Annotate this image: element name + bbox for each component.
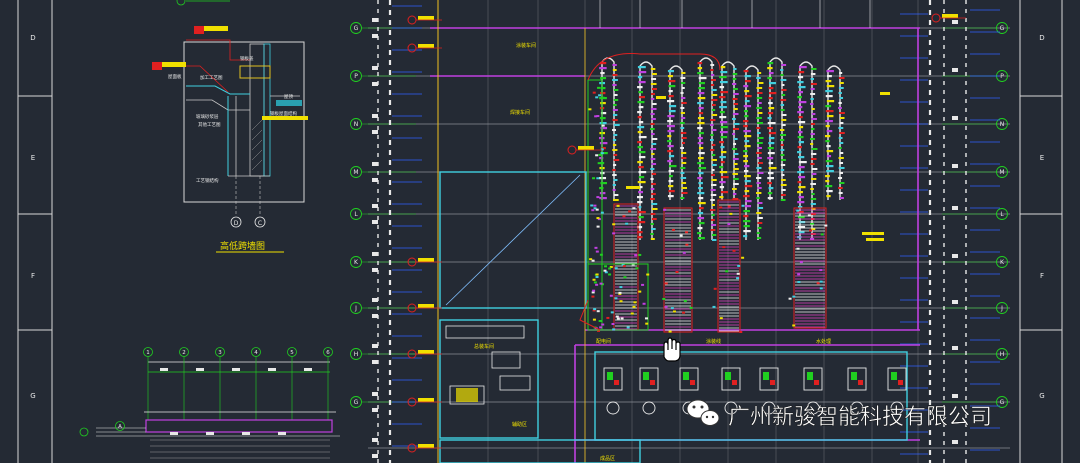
border-letter-right-d: D [1039, 34, 1044, 42]
axis-label-left: M [353, 169, 358, 176]
watermark: 广州新骏智能科技有限公司 [663, 337, 992, 430]
axis-bubble-left [350, 166, 362, 178]
axis-bubble-right [996, 302, 1008, 314]
axis-label-right: G [1000, 25, 1005, 32]
border-letter-left-f: F [31, 272, 35, 280]
axis-bubble-left [350, 208, 362, 220]
watermark-company: 广州新骏智能科技有限公司 [728, 405, 992, 430]
plan-room-label-6: 水处理 [816, 338, 831, 345]
detail-label-0: 钢板盖 [240, 55, 254, 62]
hand-cursor-icon [663, 337, 681, 362]
detail-label-1: 加工工艺图 [200, 74, 223, 81]
main-plan: G G P P N N M M L L K K J J H H G G [350, 0, 1010, 463]
axis-bubbles: G G P P N N M M L L K K J J H H G G [350, 22, 1008, 408]
axis-label-left: J [354, 305, 357, 312]
axis-bubble-left [350, 348, 362, 360]
axis-label-left: N [354, 121, 359, 128]
axis-bubble-left [350, 70, 362, 82]
plan-room-label-1: 总装车间 [474, 343, 494, 350]
axis-label-left: H [354, 351, 359, 358]
elevation-axis-4: 4 [254, 350, 258, 356]
plan-room-label-5: 涂装线 [706, 338, 721, 345]
axis-bubble-right [996, 348, 1008, 360]
border-letter-right-f: F [1040, 272, 1044, 280]
axis-label-right: N [1000, 121, 1005, 128]
elevation-view: 1 2 3 4 5 6 A [79, 347, 340, 459]
detail-label-7: 工艺钢结构 [196, 177, 219, 184]
axis-bubble-left [350, 302, 362, 314]
axis-bubble-left [350, 396, 362, 408]
axis-label-right: M [999, 169, 1004, 176]
elevation-axis-6: 6 [326, 350, 330, 356]
detail-axis-c: C [258, 220, 262, 227]
detail-marker-icon [176, 0, 230, 6]
axis-bubble-left [350, 118, 362, 130]
detail-label-3: 屋顶 [284, 94, 293, 100]
elevation-axis-2: 2 [182, 350, 186, 356]
detail-label-4: 钢板屋面结构 [270, 110, 297, 117]
production-line-equipment [579, 53, 907, 415]
detail-label-6: 其他工艺图 [198, 121, 221, 128]
detail-view-title: 高低跨墙图 [220, 240, 265, 252]
axis-bubble-right [996, 396, 1008, 408]
border-letter-right-e: E [1040, 154, 1044, 162]
axis-label-right: L [1000, 211, 1004, 218]
axis-bubble-right [996, 256, 1008, 268]
axis-bubble-left [350, 256, 362, 268]
detail-label-5: 玻璃砂浆层 [196, 113, 219, 120]
elevation-side-bubble: A [118, 424, 122, 430]
axis-label-right: G [1000, 399, 1005, 406]
elevation-axis-1: 1 [146, 350, 150, 356]
axis-bubble-left [350, 22, 362, 34]
axis-label-left: G [354, 25, 359, 32]
plan-room-label-0: 涂装车间 [516, 42, 536, 49]
axis-label-right: K [1000, 259, 1005, 266]
axis-label-left: G [354, 399, 359, 406]
frame-border [17, 0, 1063, 463]
axis-bubble-right [996, 166, 1008, 178]
detail-label-2: 屋面板 [168, 73, 182, 80]
detail-view: 钢板盖 加工工艺图 屋面板 屋顶 钢板屋面结构 玻璃砂浆层 其他工艺图 工艺钢结… [152, 0, 308, 253]
border-letter-left-e: E [31, 154, 35, 162]
border-letter-right-g: G [1039, 392, 1044, 400]
axis-label-right: P [1000, 73, 1004, 80]
detail-axis-d: D [234, 220, 239, 227]
elevation-axis-5: 5 [290, 350, 294, 356]
axis-bubble-right [996, 118, 1008, 130]
plan-room-label-7: 成品区 [600, 455, 615, 462]
axis-label-left: P [354, 73, 358, 80]
border-letter-left-d: D [30, 34, 35, 42]
wechat-icon [686, 399, 720, 426]
plan-room-label-3: 辅助区 [512, 421, 527, 428]
elevation-axis-3: 3 [218, 350, 222, 356]
axis-label-right: H [1000, 351, 1005, 358]
axis-label-left: L [354, 211, 358, 218]
axis-bubble-right [996, 22, 1008, 34]
axis-label-right: J [1000, 305, 1003, 312]
plan-room-label-4: 配电间 [596, 338, 611, 345]
axis-bubble-right [996, 208, 1008, 220]
border-letter-left-g: G [30, 392, 35, 400]
axis-label-left: K [354, 259, 359, 266]
plan-room-label-2: 焊接车间 [510, 109, 530, 116]
